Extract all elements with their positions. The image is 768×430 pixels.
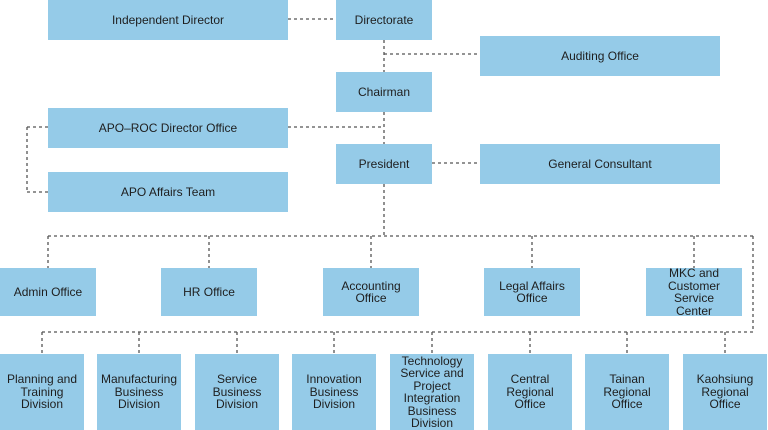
auditing-office-box: Auditing Office (480, 36, 720, 76)
accounting-office-line-1: Accounting (341, 278, 401, 293)
planning-line-3: Division (20, 397, 63, 412)
planning-training-division-label: Planning and Training Division (7, 373, 77, 411)
apo-affairs-team-box: APO Affairs Team (48, 172, 288, 212)
technology-service-project-integration-division-box: Technology Service and Project Integrati… (390, 354, 474, 430)
service-line-3: Division (215, 397, 258, 412)
service-business-division-label: Service Business Division (213, 373, 262, 411)
apo-roc-director-office-label: APO–ROC Director Office (98, 120, 238, 135)
planning-line-1: Planning and (6, 372, 78, 387)
apo-affairs-team-label: APO Affairs Team (120, 184, 216, 199)
general-consultant-box: General Consultant (480, 144, 720, 184)
planning-line-2: Training (20, 384, 64, 399)
technology-division-label: Technology Service and Project Integrati… (400, 353, 464, 430)
central-line-2: Regional (506, 384, 554, 399)
auditing-office-label: Auditing Office (561, 48, 639, 63)
mkc-line-3: Center (675, 303, 713, 318)
kaohsiung-line-3: Office (709, 397, 741, 412)
manufacturing-line-3: Division (117, 397, 160, 412)
service-line-2: Business (212, 384, 262, 399)
central-regional-office-box: Central Regional Office (488, 354, 572, 430)
apo-roc-director-office-box: APO–ROC Director Office (48, 108, 288, 148)
tainan-line-2: Regional (603, 384, 651, 399)
technology-line-3: Project (413, 378, 451, 393)
innovation-line-3: Division (312, 397, 355, 412)
legal-affairs-office-label: Legal Affairs Office (499, 278, 565, 305)
kaohsiung-line-1: Kaohsiung (696, 372, 754, 387)
service-line-1: Service (216, 372, 257, 387)
admin-office-label: Admin Office (13, 284, 83, 299)
legal-affairs-office-box: Legal Affairs Office (484, 268, 580, 316)
admin-office-box: Admin Office (0, 268, 96, 316)
chairman-label: Chairman (357, 84, 411, 99)
general-consultant-label: General Consultant (548, 156, 652, 171)
manufacturing-business-division-label: Manufacturing Business Division (101, 373, 177, 411)
accounting-office-box: Accounting Office (323, 268, 419, 316)
central-line-1: Central (510, 372, 550, 387)
central-regional-office-label: Central Regional Office (506, 373, 553, 411)
service-business-division-box: Service Business Division (195, 354, 279, 430)
innovation-business-division-box: Innovation Business Division (292, 354, 376, 430)
hr-office-label: HR Office (183, 284, 235, 299)
technology-line-4: Integration (403, 391, 461, 405)
independent-director-box: Independent Director (48, 0, 288, 40)
president-box: President (336, 144, 432, 184)
mkc-customer-service-center-box: MKC and Customer Service Center (646, 267, 742, 317)
technology-line-1: Technology (401, 353, 463, 368)
legal-affairs-office-line-2: Office (516, 291, 548, 305)
chairman-box: Chairman (336, 72, 432, 112)
planning-training-division-box: Planning and Training Division (0, 354, 84, 430)
hr-office-box: HR Office (161, 268, 257, 316)
innovation-line-2: Business (309, 384, 359, 399)
technology-line-6: Division (410, 416, 453, 430)
mkc-customer-service-center-label: MKC and Customer Service Center (649, 267, 739, 317)
kaohsiung-line-2: Regional (701, 384, 749, 399)
directorate-label: Directorate (354, 12, 414, 27)
technology-line-2: Service and (400, 366, 464, 380)
mkc-line-2: Customer Service (667, 278, 720, 305)
manufacturing-line-1: Manufacturing (100, 372, 178, 387)
kaohsiung-regional-office-box: Kaohsiung Regional Office (683, 354, 767, 430)
central-line-3: Office (514, 397, 546, 412)
tainan-regional-office-box: Tainan Regional Office (585, 354, 669, 430)
directorate-box: Directorate (336, 0, 432, 40)
innovation-business-division-label: Innovation Business Division (306, 373, 361, 411)
accounting-office-line-2: Office (355, 291, 387, 305)
accounting-office-label: Accounting Office (341, 278, 401, 305)
president-label: President (358, 156, 410, 171)
tainan-line-1: Tainan (609, 372, 645, 387)
tainan-regional-office-label: Tainan Regional Office (603, 373, 650, 411)
tainan-line-3: Office (611, 397, 643, 412)
mkc-line-1: MKC and (668, 266, 720, 280)
kaohsiung-regional-office-label: Kaohsiung Regional Office (697, 373, 754, 411)
legal-affairs-office-line-1: Legal Affairs (499, 278, 565, 293)
innovation-line-1: Innovation (306, 372, 362, 387)
manufacturing-line-2: Business (114, 384, 164, 399)
independent-director-label: Independent Director (111, 12, 225, 27)
technology-line-5: Business (407, 403, 457, 418)
manufacturing-business-division-box: Manufacturing Business Division (97, 354, 181, 430)
